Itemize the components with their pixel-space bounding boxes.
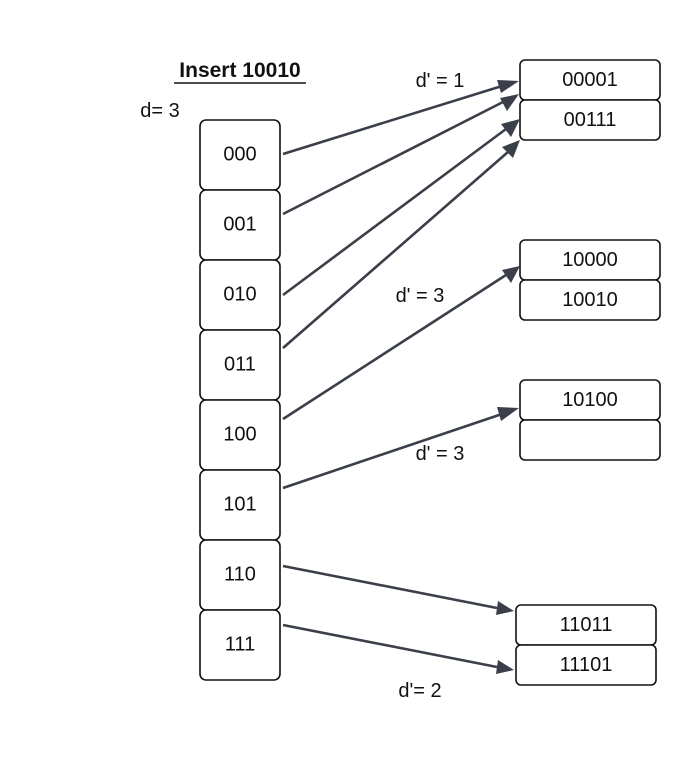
bucket-slot: 00111 (519, 99, 661, 141)
pointer-arrow (282, 623, 514, 674)
pointer-arrow (282, 80, 519, 156)
directory-entry-label: 001 (223, 213, 256, 235)
pointer-arrow (282, 94, 519, 216)
bucket-slot-value: 11011 (560, 614, 613, 636)
directory-entry-label: 111 (225, 633, 255, 655)
diagram-title: Insert 10010 (179, 59, 300, 82)
directory-entry: 111 (199, 609, 281, 681)
pointer-arrows (282, 80, 520, 674)
directory-entry: 110 (199, 539, 281, 611)
pointer-arrow (282, 119, 520, 297)
bucket-slot (519, 419, 661, 461)
directory-entry-label: 110 (224, 563, 256, 585)
directory-entry-label: 101 (223, 493, 256, 515)
directory-entry-label: 011 (224, 353, 256, 375)
bucket-slot-value: 10000 (562, 249, 618, 271)
directory-entry: 001 (199, 189, 281, 261)
directory-entry: 000 (199, 119, 281, 191)
directory-entry: 101 (199, 469, 281, 541)
bucket-slot-value: 11101 (560, 654, 613, 676)
bucket-slot: 10000 (519, 239, 661, 281)
pointer-arrow (282, 407, 519, 490)
pointer-arrow (282, 564, 514, 615)
bucket-slot-value: 00001 (562, 69, 618, 91)
bucket-slot: 10100 (519, 379, 661, 421)
global-depth-label: d= 3 (140, 100, 179, 122)
bucket-slot: 11011 (515, 604, 657, 646)
bucket-slot: 00001 (519, 59, 661, 101)
bucket-slot: 10010 (519, 279, 661, 321)
local-depth-label: d' = 3 (416, 443, 465, 465)
pointer-arrow (282, 140, 520, 349)
bucket-slot: 11101 (515, 644, 657, 686)
directory-entry: 011 (199, 329, 281, 401)
local-depth-label: d'= 2 (398, 680, 441, 702)
directory-entry-label: 010 (223, 283, 256, 305)
bucket-slot-value: 00111 (564, 109, 617, 131)
directory-entry: 010 (199, 259, 281, 331)
directory-entry-label: 100 (223, 423, 256, 445)
local-depth-label: d' = 1 (416, 70, 465, 92)
pointer-arrow (282, 266, 520, 421)
local-depth-label: d' = 3 (396, 285, 445, 307)
bucket-slot-value: 10100 (562, 389, 618, 411)
directory-entry-label: 000 (223, 143, 256, 165)
bucket-slot-value: 10010 (562, 289, 618, 311)
directory-entry: 100 (199, 399, 281, 471)
